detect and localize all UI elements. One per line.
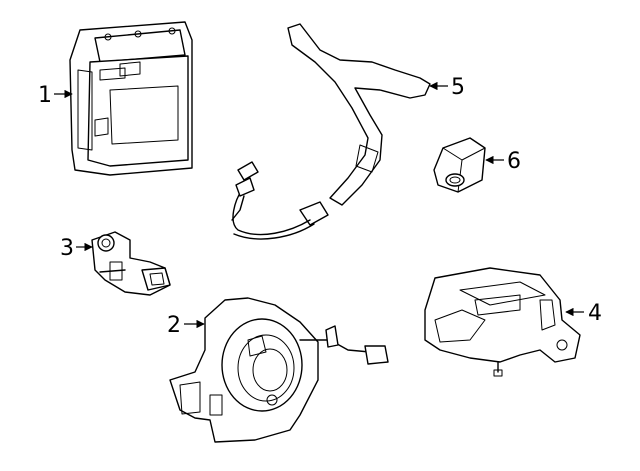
part-5-wire-harness [231, 23, 431, 240]
part-4-impact-sensor [424, 267, 581, 377]
callout-3: 3 [60, 236, 74, 261]
part-3-sensor [91, 231, 171, 296]
callout-5: 5 [451, 75, 465, 100]
part-1-control-module [69, 21, 193, 176]
leader-lines [54, 81, 584, 329]
callout-labels: 1 2 3 4 5 6 [38, 75, 602, 338]
callout-6: 6 [507, 149, 521, 174]
part-6-front-sensor [433, 137, 486, 193]
callout-2: 2 [167, 313, 181, 338]
part-2-clock-spring [169, 297, 389, 443]
callout-4: 4 [588, 301, 602, 326]
callout-1: 1 [38, 83, 52, 108]
